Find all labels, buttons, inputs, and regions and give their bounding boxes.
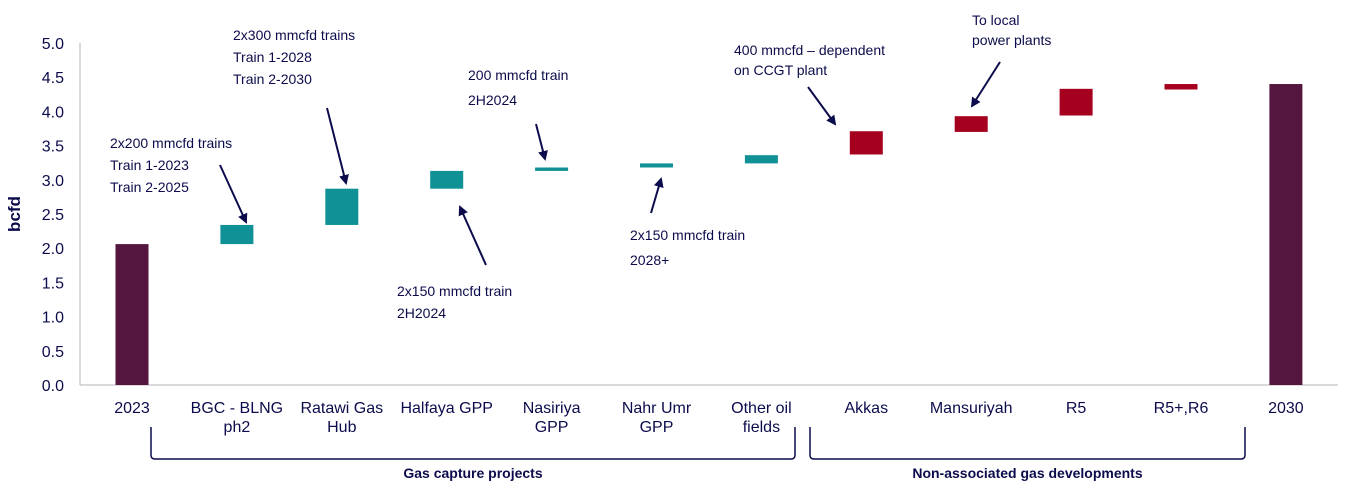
y-tick-label: 3.5: [42, 139, 64, 156]
y-axis-label: bcfd: [5, 196, 24, 232]
annotation-text: Train 1-2028: [233, 49, 312, 65]
y-tick-label: 4.0: [42, 104, 64, 121]
annotation-text: To local: [972, 12, 1019, 28]
y-tick-label: 1.5: [42, 275, 64, 292]
y-tick-label: 0.0: [42, 378, 64, 395]
bar-non-associated: [954, 116, 988, 132]
bar-non-associated: [1059, 88, 1093, 116]
bar-gas-capture: [325, 188, 359, 225]
x-tick-label: 2023: [114, 400, 150, 417]
y-tick-label: 0.5: [42, 344, 64, 361]
bars: [115, 84, 1303, 385]
x-tick-label: Halfaya GPP: [400, 400, 492, 417]
annotation-text: power plants: [972, 32, 1051, 48]
annotation-text: 200 mmcfd train: [468, 67, 568, 83]
annotation-text: 2x200 mmcfd trains: [110, 135, 232, 151]
bar-gas-capture: [744, 155, 778, 164]
bar-non-associated: [849, 131, 883, 155]
x-tick-label: Ratawi Gas: [300, 400, 383, 417]
group-bracket: [150, 427, 796, 460]
y-axis-ticks: 0.0 0.5 1.0 1.5 2.0 2.5 3.0 3.5 4.0 4.5 5.0: [42, 36, 64, 395]
x-tick-label: Nasiriya: [523, 400, 581, 417]
x-tick-label: Nahr Umr: [622, 400, 692, 417]
y-tick-label: 1.0: [42, 310, 64, 327]
x-tick-label: ph2: [224, 419, 251, 436]
x-tick-label: Akkas: [845, 400, 889, 417]
annotation-text: Train 1-2023: [110, 157, 189, 173]
annotation-arrow: [807, 86, 837, 126]
x-tick-label: GPP: [535, 419, 569, 436]
y-tick-label: 2.0: [42, 241, 64, 258]
x-tick-label: R5: [1066, 400, 1087, 417]
x-tick-label: Hub: [327, 419, 356, 436]
annotation-text: 2x300 mmcfd trains: [233, 27, 355, 43]
bar-gas-capture: [430, 170, 464, 189]
y-tick-label: 4.5: [42, 70, 64, 87]
bar-gas-capture: [220, 224, 254, 245]
annotation-arrow: [535, 123, 548, 161]
group-label: Non-associated gas developments: [912, 465, 1143, 481]
bar-non-associated: [1164, 84, 1198, 90]
y-tick-label: 5.0: [42, 36, 64, 53]
y-tick-label: 3.0: [42, 173, 64, 190]
x-tick-label: fields: [743, 419, 780, 436]
annotation-text: 2x150 mmcfd train: [397, 283, 512, 299]
annotation-text: 400 mmcfd – dependent: [734, 42, 885, 58]
annotation-text: Train 2-2030: [233, 71, 312, 87]
x-tick-label: BGC - BLNG: [191, 400, 283, 417]
x-tick-label: Other oil: [731, 400, 791, 417]
annotation-arrow: [219, 164, 248, 224]
annotation-text: 2x150 mmcfd train: [630, 227, 745, 243]
annotation-arrow: [650, 177, 664, 214]
y-tick-label: 2.5: [42, 207, 64, 224]
bar-gas-capture: [535, 167, 569, 171]
annotation-text: 2H2024: [468, 92, 517, 108]
x-tick-label: R5+,R6: [1154, 400, 1209, 417]
annotation-text: on CCGT plant: [734, 62, 827, 78]
annotation-text: Train 2-2025: [110, 179, 189, 195]
category-groups: Gas capture projects Non-associated gas d…: [150, 427, 1246, 481]
bar-total: [115, 244, 149, 385]
group-bracket: [809, 427, 1246, 460]
annotation-text: 2H2024: [397, 305, 446, 321]
annotation-arrow: [970, 61, 1001, 108]
group-label: Gas capture projects: [403, 465, 542, 481]
x-tick-label: GPP: [640, 419, 674, 436]
x-tick-label: 2030: [1268, 400, 1304, 417]
bar-gas-capture: [640, 163, 673, 168]
bar-total: [1269, 84, 1303, 385]
annotation-arrow: [326, 107, 349, 185]
annotation-arrow: [458, 205, 487, 266]
x-tick-label: Mansuriyah: [930, 400, 1013, 417]
annotation-text: 2028+: [630, 252, 669, 268]
